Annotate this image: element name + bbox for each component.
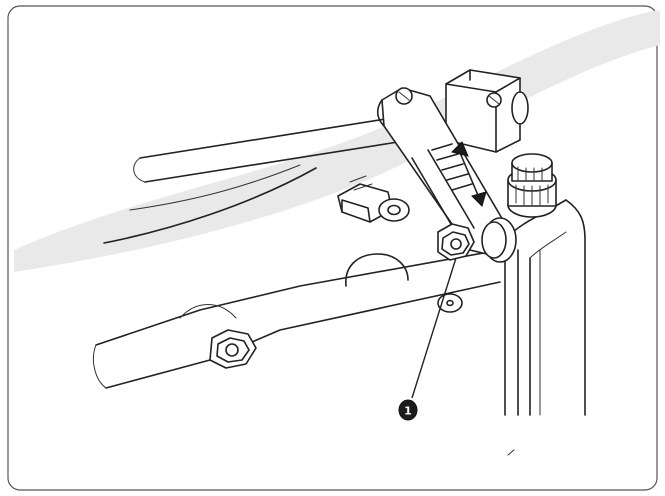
lower-arm-hex-nut — [209, 329, 257, 369]
tension-knob — [507, 153, 557, 218]
scan-mark — [507, 449, 515, 456]
upper-rod — [103, 117, 399, 244]
vertical-frame-post — [504, 199, 586, 416]
guide-roller — [481, 217, 517, 263]
round-cutout — [345, 253, 409, 287]
callout-leader-line — [411, 257, 457, 399]
callout-badge-label: 1 — [404, 405, 412, 418]
thread-guide — [337, 175, 410, 223]
callout-badge-1: 1 — [398, 399, 418, 421]
slotted-lever — [376, 87, 511, 257]
top-block — [445, 69, 529, 153]
nut-bolt — [437, 223, 475, 261]
